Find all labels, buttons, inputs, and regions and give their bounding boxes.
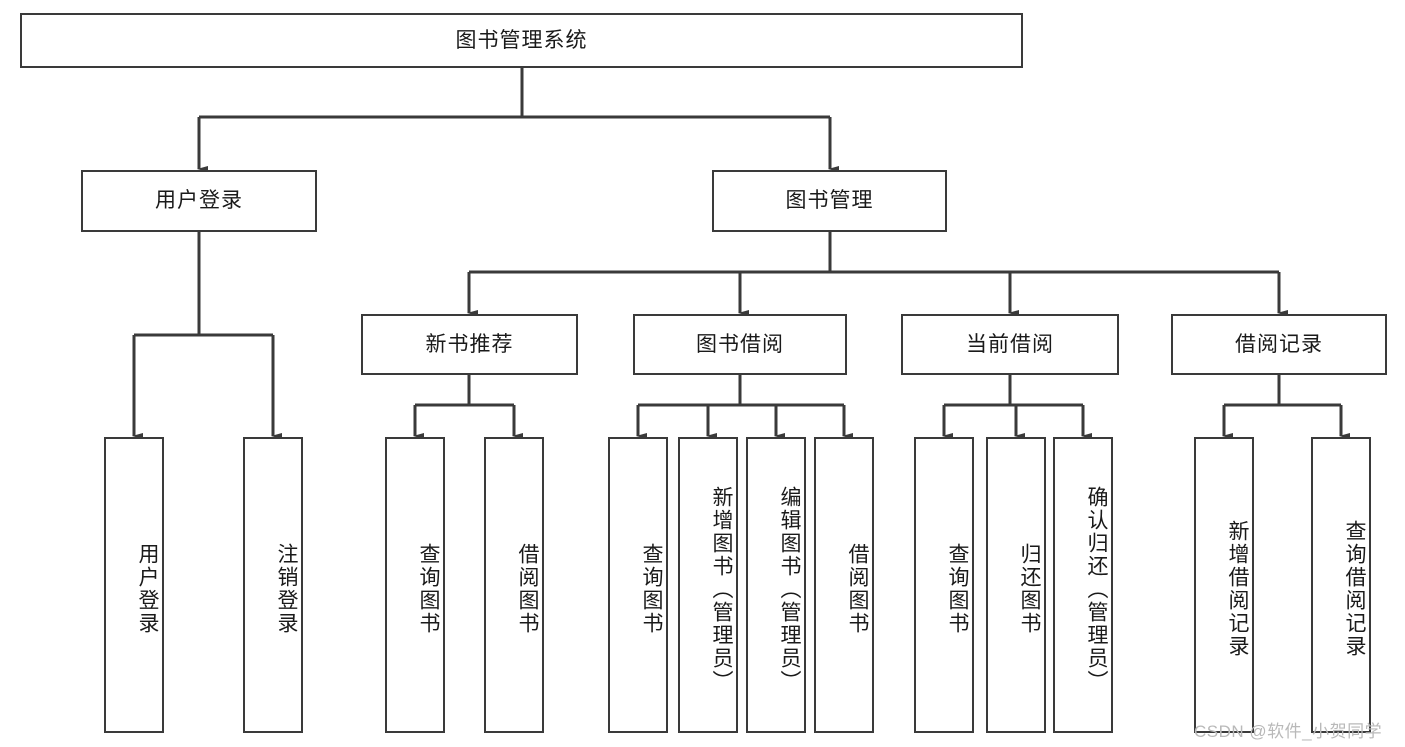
node-leaf-cur-confirm[interactable]: 确认归还（管理员） — [1053, 437, 1113, 733]
node-leaf-rec-query[interactable]: 查询借阅记录 — [1311, 437, 1371, 733]
node-l3-record[interactable]: 借阅记录 — [1171, 314, 1387, 375]
node-label: 图书借阅 — [696, 332, 784, 356]
node-label: 新增借阅记录 — [1226, 520, 1249, 658]
node-leaf-bw-add[interactable]: 新增图书（管理员） — [678, 437, 738, 733]
node-leaf-nb-borrow[interactable]: 借阅图书 — [484, 437, 544, 733]
node-label: 借阅记录 — [1235, 332, 1323, 356]
wire-group — [132, 68, 1350, 439]
node-label: 查询借阅记录 — [1343, 520, 1366, 658]
node-label: 查询图书 — [640, 543, 663, 635]
node-l3-current[interactable]: 当前借阅 — [901, 314, 1119, 375]
node-leaf-rec-add[interactable]: 新增借阅记录 — [1194, 437, 1254, 733]
node-root[interactable]: 图书管理系统 — [20, 13, 1023, 68]
node-label: 当前借阅 — [966, 332, 1054, 356]
node-label: 借阅图书 — [516, 543, 539, 635]
node-label: 图书管理系统 — [455, 28, 588, 52]
node-label: 用户登录 — [136, 543, 159, 635]
node-label: 借阅图书 — [846, 543, 869, 635]
node-leaf-user-login[interactable]: 用户登录 — [104, 437, 164, 733]
node-leaf-cur-query[interactable]: 查询图书 — [914, 437, 974, 733]
node-label: 注销登录 — [275, 543, 298, 635]
node-label: 确认归还（管理员） — [1085, 485, 1108, 693]
watermark-label: CSDN @软件_小贺同学 — [1194, 722, 1383, 741]
node-label: 新书推荐 — [425, 332, 514, 356]
node-leaf-bw-query[interactable]: 查询图书 — [608, 437, 668, 733]
node-leaf-logout[interactable]: 注销登录 — [243, 437, 303, 733]
node-l2-user-login[interactable]: 用户登录 — [81, 170, 317, 232]
node-label: 图书管理 — [785, 189, 874, 213]
node-leaf-bw-edit[interactable]: 编辑图书（管理员） — [746, 437, 806, 733]
node-label: 用户登录 — [155, 189, 243, 213]
node-leaf-bw-borrow[interactable]: 借阅图书 — [814, 437, 874, 733]
node-leaf-nb-query[interactable]: 查询图书 — [385, 437, 445, 733]
node-label: 新增图书（管理员） — [710, 485, 733, 693]
node-label: 查询图书 — [946, 543, 969, 635]
node-leaf-cur-return[interactable]: 归还图书 — [986, 437, 1046, 733]
node-label: 编辑图书（管理员） — [778, 485, 801, 693]
node-l2-book-manage[interactable]: 图书管理 — [712, 170, 947, 232]
node-l3-new-book[interactable]: 新书推荐 — [361, 314, 578, 375]
node-label: 归还图书 — [1018, 543, 1041, 635]
node-label: 查询图书 — [417, 543, 440, 635]
node-l3-borrow[interactable]: 图书借阅 — [633, 314, 847, 375]
